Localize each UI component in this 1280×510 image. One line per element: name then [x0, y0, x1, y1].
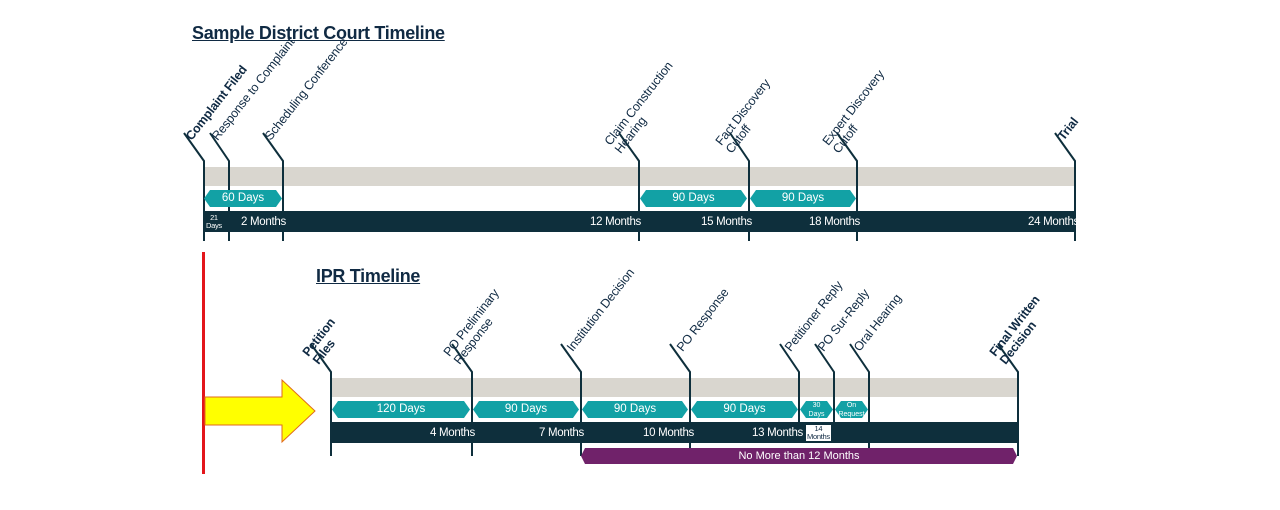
ipr-track: [331, 378, 1018, 397]
axis-12-months: 12 Months: [590, 216, 641, 228]
axis-2-months: 2 Months: [241, 216, 286, 228]
duration-120-days: 120 Days: [332, 401, 470, 418]
duration-60-days: 60 Days: [204, 190, 282, 207]
no-more-than-12-months-span: No More than 12 Months: [581, 448, 1017, 464]
duration-90-days-po-response-to-reply: 90 Days: [691, 401, 798, 418]
district-court-title: Sample District Court Timeline: [192, 23, 445, 43]
duration-90-days-institution-to-po-response: 90 Days: [582, 401, 688, 418]
axis-13-months: 13 Months: [752, 427, 803, 439]
ipr-title: IPR Timeline: [316, 266, 421, 286]
duration-90-days-fact-to-expert: 90 Days: [750, 190, 856, 207]
duration-90-days-prelim-to-institution: 90 Days: [473, 401, 579, 418]
district-track: [203, 167, 1075, 186]
axis-4-months: 4 Months: [430, 427, 475, 439]
event-institution-decision: Institution Decision: [563, 265, 638, 354]
red-divider-line: [202, 252, 205, 474]
axis-10-months: 10 Months: [643, 427, 694, 439]
axis-7-months: 7 Months: [539, 427, 584, 439]
tick-complaint-filed: [183, 132, 205, 241]
axis-24-months: 24 Months: [1028, 216, 1079, 228]
event-po-response: PO Response: [673, 285, 732, 354]
duration-90-days-claim-to-fact: 90 Days: [640, 190, 747, 207]
arrow-shape: [204, 378, 316, 444]
axis-15-months: 15 Months: [701, 216, 752, 228]
axis-18-months: 18 Months: [809, 216, 860, 228]
event-trial: Trial: [1054, 114, 1082, 143]
